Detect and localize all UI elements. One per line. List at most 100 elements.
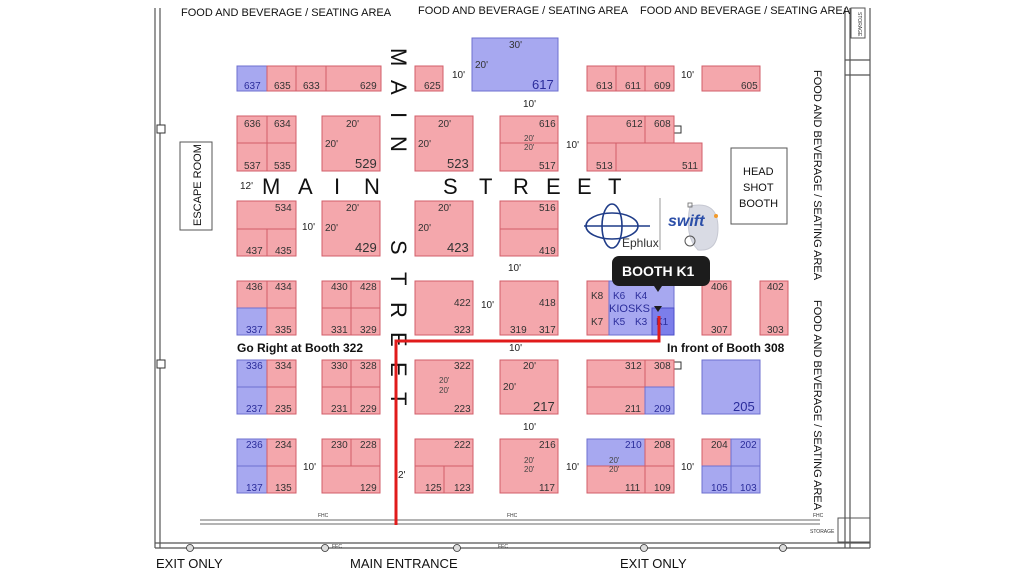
area-labels: FOOD AND BEVERAGE / SEATING AREA FOOD AN… [181, 5, 851, 511]
booth-516: 516 [539, 203, 556, 214]
ephlux-logo: Ephlux [584, 203, 659, 250]
booth-330: 330 [331, 361, 348, 372]
booth-331: 331 [331, 325, 348, 336]
vstreet-a: A [386, 80, 411, 95]
gap-12-left: 12' [240, 181, 253, 192]
location-pin-icon [654, 306, 662, 312]
gap-10-row200-center: 10' [523, 422, 536, 433]
booth-609: 609 [654, 81, 671, 92]
booth-row-300: 436 434 337 335 430 428 331 329 422 323 … [236, 280, 789, 336]
booth-312: 312 [625, 361, 642, 372]
booth-row-600: 637 635 633 629 625 10' 30' 20' 617 613 … [236, 37, 761, 110]
booth-129: 129 [360, 483, 377, 494]
vstreet-n: N [386, 136, 411, 152]
booth-k1-callout: BOOTH K1 [612, 256, 710, 312]
main-entrance: MAIN ENTRANCE [350, 556, 458, 571]
dim-20-217a: 20' [523, 361, 536, 372]
dim-20-423a: 20' [438, 203, 451, 214]
booth-row-400: 534 437 435 10' 20' 20' 429 20' 20' 423 … [236, 200, 559, 274]
kiosk-k3: K3 [635, 317, 648, 328]
booth-211: 211 [625, 404, 641, 415]
dim-20-429a: 20' [346, 203, 359, 214]
booth-334: 334 [275, 361, 292, 372]
vstreet-e2: E [386, 362, 411, 377]
booth-234: 234 [275, 440, 292, 451]
booth-303: 303 [767, 325, 784, 336]
booth-636: 636 [244, 119, 261, 130]
booth-217: 217 [533, 399, 555, 414]
booth-209: 209 [654, 404, 671, 415]
booth-222: 222 [454, 440, 471, 451]
booth-437: 437 [246, 246, 263, 257]
exit-door-icon-2 [453, 544, 461, 552]
vstreet-e1: E [386, 332, 411, 347]
booth-319: 319 [510, 325, 527, 336]
swift-wordmark: swift [668, 213, 705, 230]
booth-419: 419 [539, 246, 556, 257]
vstreet-t: T [386, 272, 411, 285]
storage-label: STORAGE [810, 529, 835, 535]
booth-434: 434 [275, 282, 292, 293]
fhc-label-3: FHC [813, 513, 824, 519]
street-letter-r: R [513, 174, 529, 199]
dim-20-111: 20' [609, 465, 620, 474]
kiosk-k4: K4 [635, 291, 648, 302]
escape-room-label: ESCAPE ROOM [192, 144, 204, 226]
booth-210: 210 [625, 440, 642, 451]
kiosk-k7: K7 [591, 317, 604, 328]
dim-20-616: 20' [524, 134, 535, 143]
booth-529: 529 [355, 156, 377, 171]
booth-430: 430 [331, 282, 348, 293]
kiosk-k1: K1 [656, 317, 669, 328]
swift-logo: swift [668, 202, 719, 251]
booth-423: 423 [447, 240, 469, 255]
gap-10-row100-c: 10' [681, 462, 694, 473]
dim-20-529a: 20' [346, 119, 359, 130]
head-shot-booth-label-3: BOOTH [739, 198, 778, 210]
dim-20-517: 20' [524, 143, 535, 152]
booth-row-500: 636 634 537 535 20' 20' 529 20' 20' 523 … [236, 115, 703, 172]
dim-20-223: 20' [439, 386, 450, 395]
booth-511: 511 [682, 161, 698, 172]
dim-20-322: 20' [439, 376, 450, 385]
rooms: ESCAPE ROOM HEAD SHOT BOOTH [179, 141, 788, 231]
gap-2-street: 2' [398, 470, 406, 481]
fhc-label-2: FHC [507, 513, 518, 519]
exit-door-icon-3 [640, 544, 648, 552]
dim-20-117: 20' [524, 465, 535, 474]
booth-230: 230 [331, 440, 348, 451]
gap-10-row300-a: 10' [481, 300, 494, 311]
exit-door-icon-5 [186, 544, 194, 552]
booth-123: 123 [454, 483, 471, 494]
street-letter-e2: E [577, 174, 592, 199]
kiosks-label: KIOSKS [609, 303, 650, 315]
top-area-label-right: FOOD AND BEVERAGE / SEATING AREA [640, 5, 851, 17]
gap-10-row600-a: 10' [452, 70, 465, 81]
booth-422: 422 [454, 298, 471, 309]
street-letter-m: M [262, 174, 280, 199]
booth-633: 633 [303, 81, 320, 92]
booth-402: 402 [767, 282, 784, 293]
gap-10-row500: 10' [566, 140, 579, 151]
booth-637: 637 [244, 81, 261, 92]
booth-613: 613 [596, 81, 613, 92]
booth-513: 513 [596, 161, 613, 172]
booth-117: 117 [539, 483, 555, 494]
dim-30-617: 30' [509, 40, 522, 51]
head-shot-booth-label-1: HEAD [743, 166, 774, 178]
booth-337: 337 [246, 325, 263, 336]
booth-row-200: 336 334 237 235 330 328 231 229 322 20' … [236, 359, 761, 433]
booth-625: 625 [424, 81, 441, 92]
hall-walls [154, 7, 871, 549]
dim-20-423b: 20' [418, 223, 431, 234]
gap-10-row600-b: 10' [681, 70, 694, 81]
gap-10-row400-center: 10' [508, 263, 521, 274]
booth-308: 308 [654, 361, 671, 372]
kiosk-k6: K6 [613, 291, 626, 302]
right-area-label-bottom: FOOD AND BEVERAGE / SEATING AREA [811, 300, 823, 511]
exit-only-left: EXIT ONLY [156, 556, 223, 571]
booth-428: 428 [360, 282, 377, 293]
booth-634: 634 [274, 119, 291, 130]
street-letter-e1: E [546, 174, 561, 199]
